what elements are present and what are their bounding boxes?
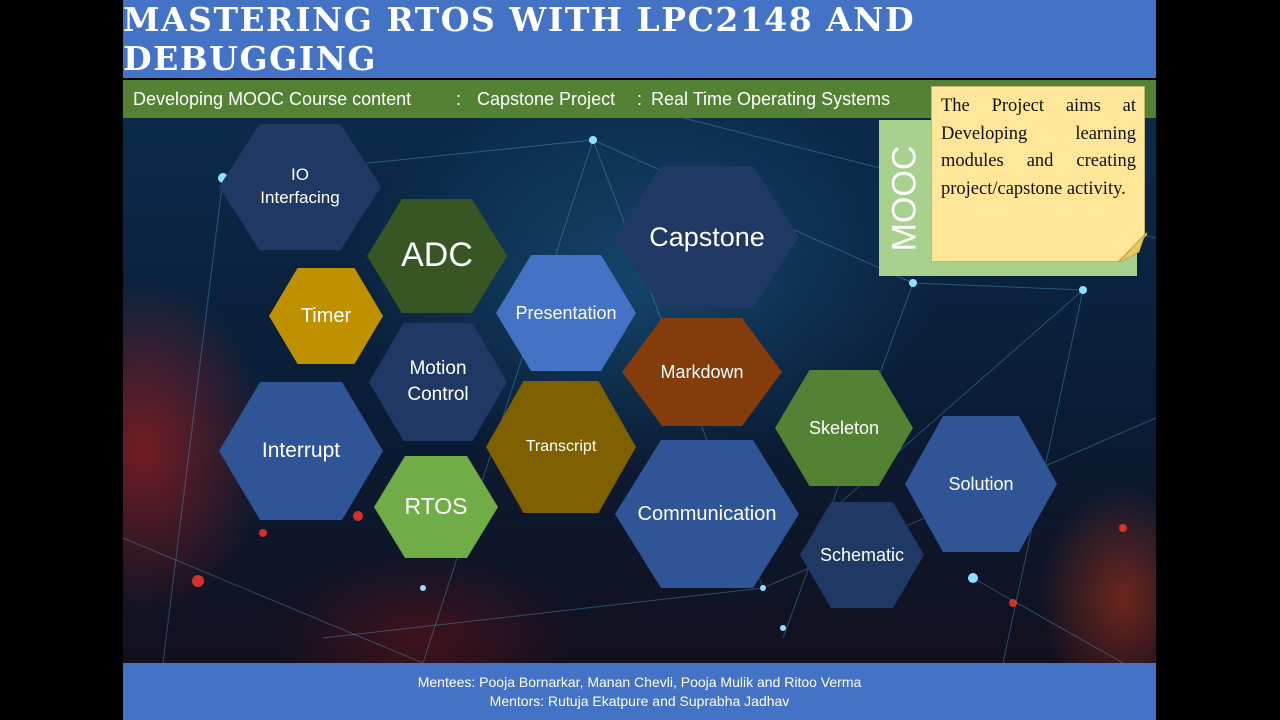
subtitle-middle: Capstone Project — [477, 89, 616, 109]
hex-markdown: Markdown — [622, 318, 782, 426]
subtitle-separator-1: : — [456, 89, 462, 109]
mooc-label: MOOC — [885, 145, 924, 251]
note-text: The Project aims at Developing learning … — [941, 96, 1136, 199]
hex-transcript: Transcript — [486, 381, 636, 513]
subtitle-separator-2: : — [637, 89, 643, 109]
slide-title: Mastering RTOS with LPC2148 and Debuggin… — [123, 0, 916, 78]
hex-label: Timer — [300, 304, 352, 327]
mentees-line: Mentees: Pooja Bornarkar, Manan Chevli, … — [417, 674, 862, 690]
hex-label: Capstone — [649, 221, 765, 252]
hex-skeleton: Skeleton — [775, 370, 913, 486]
mentors-line: Mentors: Rutuja Ekatpure and Suprabha Ja… — [489, 693, 790, 709]
hex-label: RTOS — [404, 493, 468, 520]
hex-io-interfacing: IO Interfacing — [219, 124, 381, 250]
hex-capstone: Capstone — [615, 166, 799, 308]
hex-label: Markdown — [660, 361, 744, 382]
hex-label: Solution — [948, 473, 1014, 494]
hex-schematic: Schematic — [800, 502, 924, 608]
hex-label: Motion Control — [407, 358, 469, 405]
hex-label: IO Interfacing — [260, 165, 340, 207]
hex-label: Transcript — [525, 438, 597, 456]
note-curl-icon — [1117, 232, 1147, 262]
hex-adc: ADC — [367, 199, 507, 313]
title-bar: Mastering RTOS with LPC2148 and Debuggin… — [123, 0, 1156, 78]
hex-label: Schematic — [819, 544, 905, 565]
subtitle-left: Developing MOOC Course content — [133, 89, 412, 109]
subtitle-right: Real Time Operating Systems — [651, 89, 891, 109]
hex-timer: Timer — [269, 268, 383, 364]
hex-label: Skeleton — [808, 417, 880, 438]
hex-label: Interrupt — [261, 438, 341, 462]
footer: Mentees: Pooja Bornarkar, Manan Chevli, … — [123, 663, 1156, 720]
hex-label: Communication — [637, 502, 777, 525]
hex-communication: Communication — [615, 440, 799, 588]
hex-label: Presentation — [515, 302, 617, 323]
mooc-label-wrap: MOOC — [879, 120, 931, 276]
hex-label: ADC — [401, 236, 473, 275]
slide: Mastering RTOS with LPC2148 and Debuggin… — [123, 0, 1156, 720]
sticky-note: The Project aims at Developing learning … — [931, 86, 1145, 262]
